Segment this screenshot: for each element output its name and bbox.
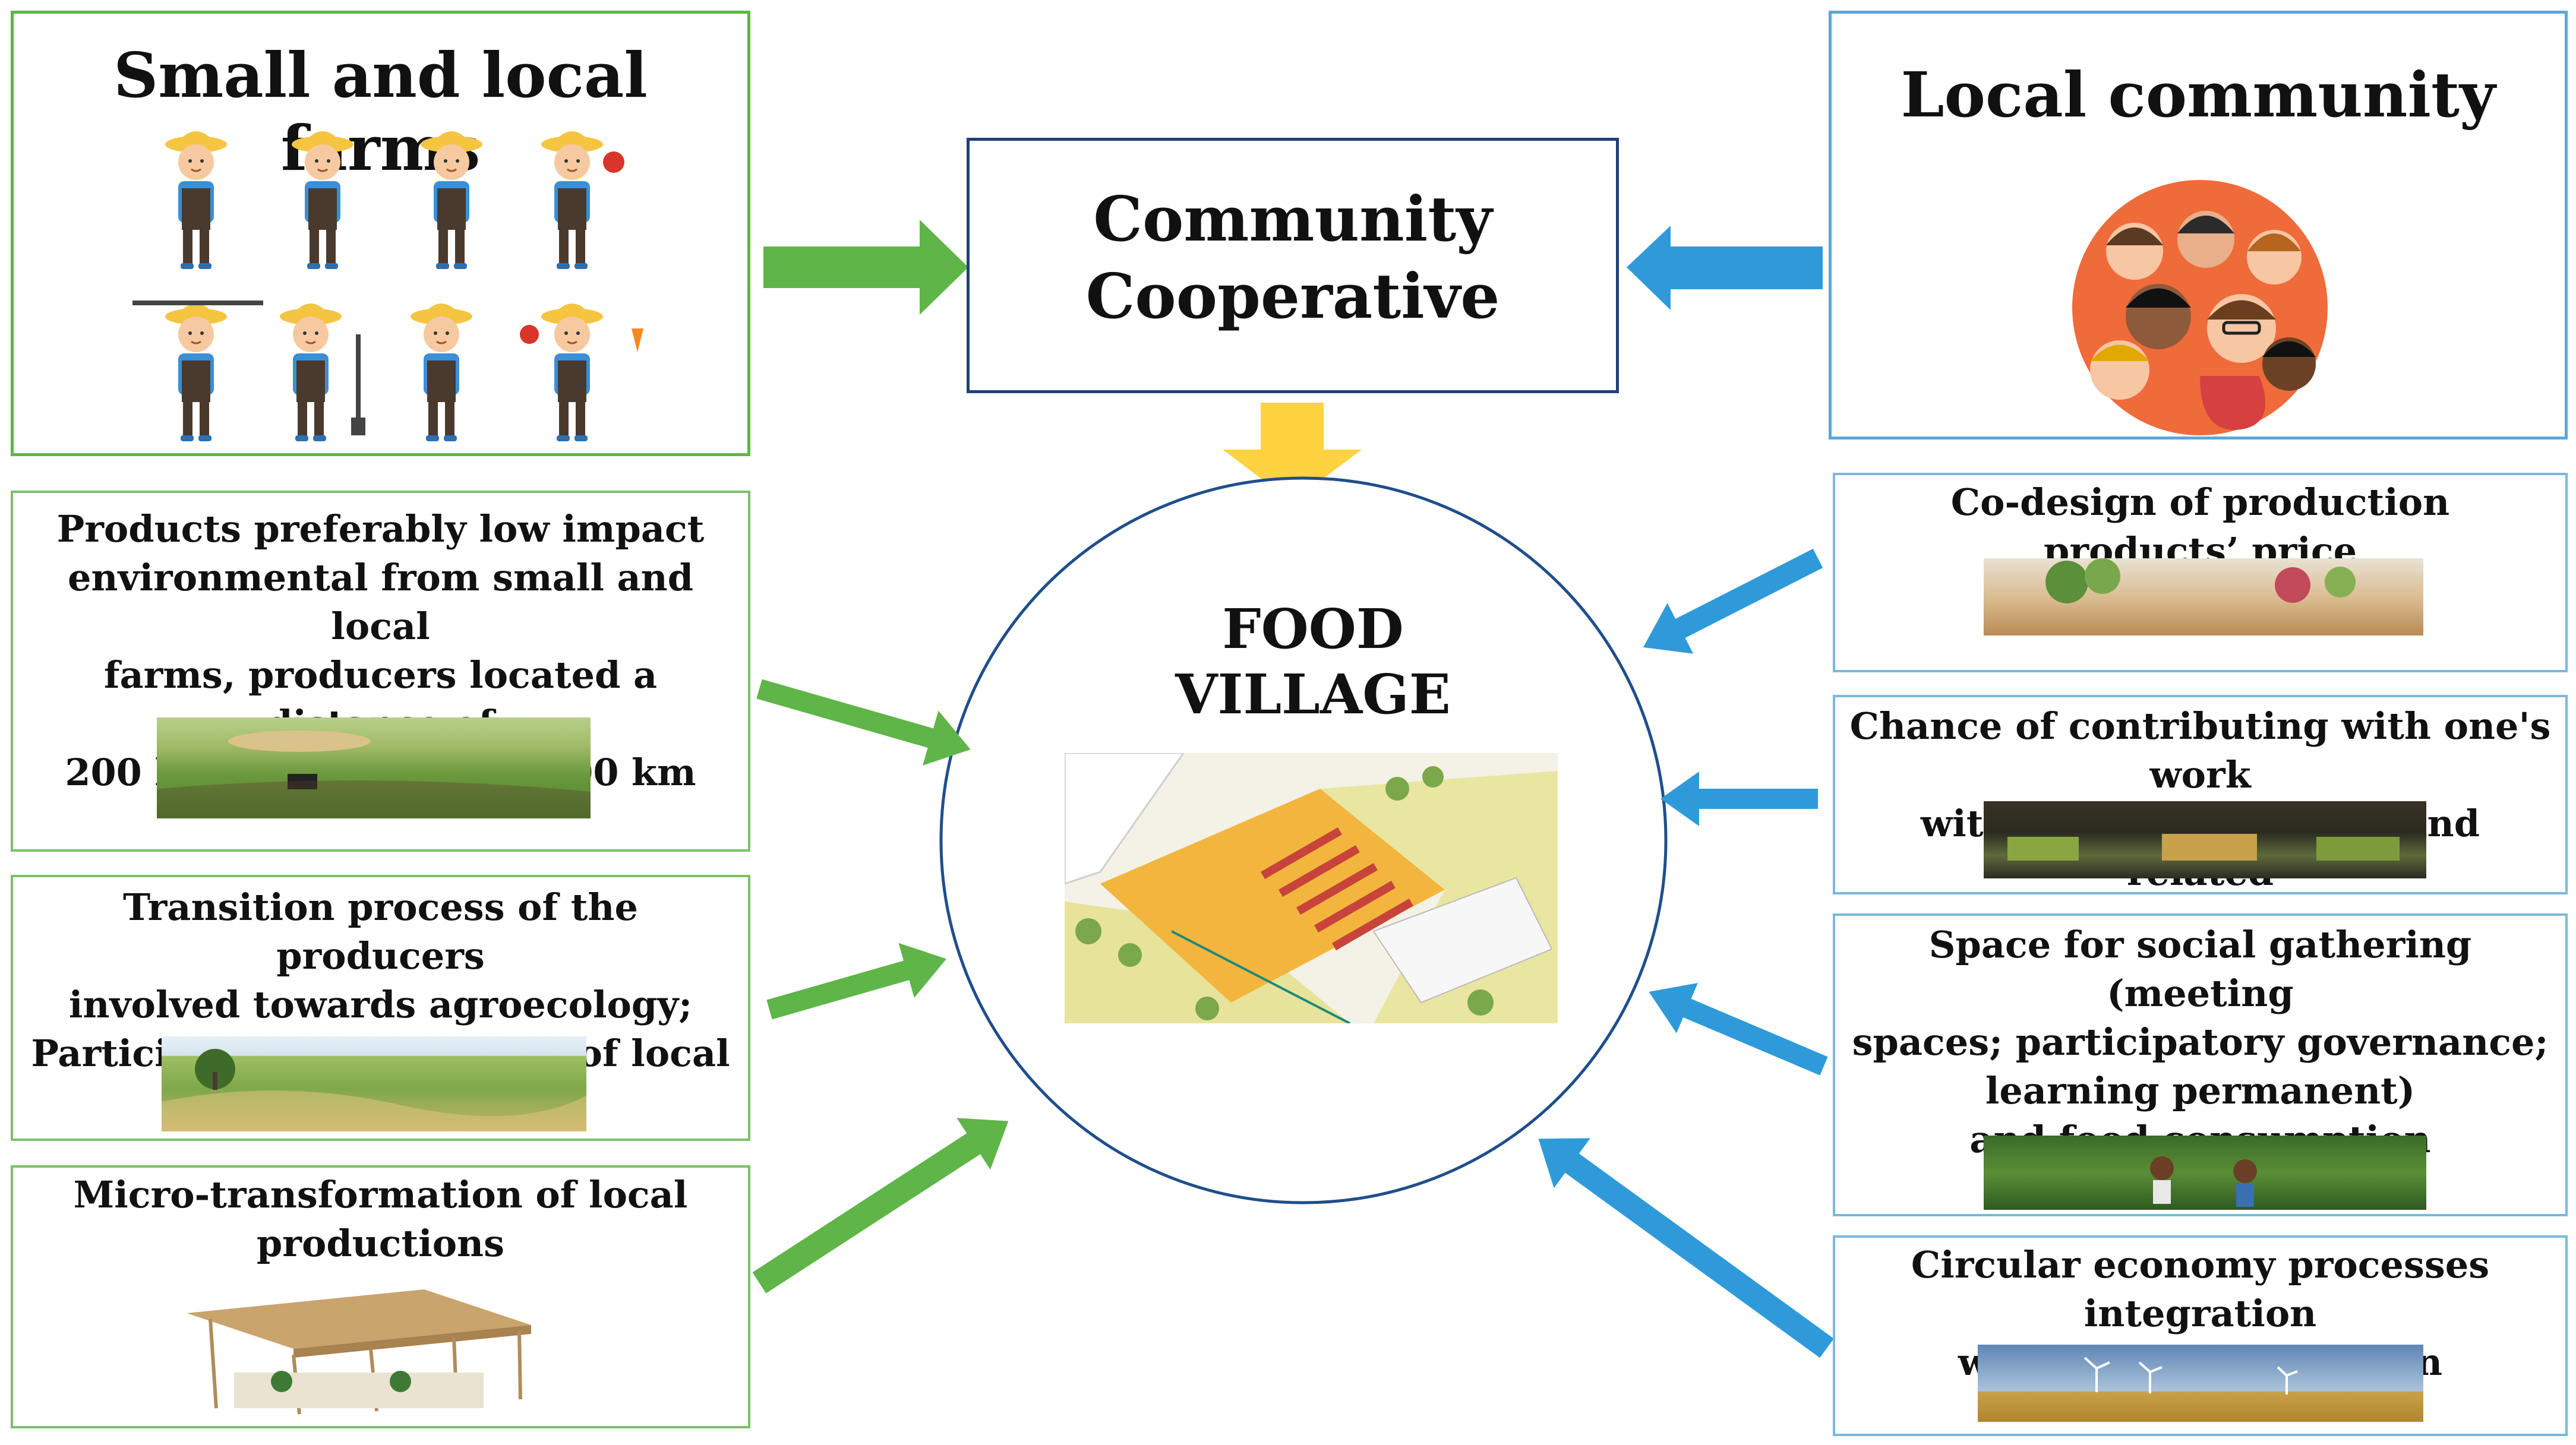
farmer-icon [164, 130, 228, 270]
left-item-line: productions [256, 1222, 505, 1265]
crowd-icon [2072, 180, 2328, 435]
farms-box: Small and local farms [11, 11, 750, 456]
community-title: Local community [1901, 58, 2496, 131]
green-arrows [752, 679, 1009, 1294]
left-item-line: Micro-transformation of local [73, 1173, 688, 1216]
farmer-icon [279, 302, 365, 442]
left-item-box: Transition process of the producers invo… [11, 875, 750, 1141]
pavilion-photo [175, 1278, 531, 1420]
right-item-line: Chance of contributing with one's work [1849, 704, 2551, 796]
market-photo [1984, 801, 2426, 878]
arrow-cooperative-to-village [1223, 403, 1362, 502]
left-item-box: Micro-transformation of local production… [11, 1165, 750, 1428]
blue-arrows [1538, 548, 1834, 1358]
right-item-line: Circular economy processes integration [1911, 1243, 2490, 1335]
cooperative-title-line1: Community [1093, 182, 1492, 255]
cooperative-title-line2: Cooperative [1085, 260, 1500, 333]
wind-turbines-photo [1978, 1345, 2423, 1422]
community-box: Local community [1829, 11, 2568, 439]
village-title-line1: FOOD [1222, 597, 1404, 661]
farmer-icon [540, 130, 624, 270]
left-item-line: Products preferably low impact [56, 507, 705, 551]
farmer-icon [419, 130, 484, 270]
right-item-line: Co-design of production products’ price [1950, 480, 2450, 573]
right-item-line: spaces; participatory governance; [1852, 1020, 2549, 1064]
food-village-plan-image [1065, 753, 1558, 1023]
right-item-line: learning permanent) [1985, 1069, 2416, 1112]
cooperative-box: Community Cooperative [967, 138, 1619, 393]
right-item-line: Space for social gathering (meeting [1928, 923, 2472, 1015]
left-item-box: Products preferably low impact environme… [11, 491, 750, 852]
arrow-farms-to-cooperative [763, 220, 968, 315]
left-item-line: involved towards agroecology; [68, 983, 693, 1026]
right-item-box: Co-design of production products’ price [1833, 473, 2568, 672]
hills-landscape-photo [162, 1036, 586, 1131]
farmland-photo [157, 717, 591, 818]
left-item-line: environmental from small and local [67, 556, 694, 648]
people-field-photo [1984, 1136, 2426, 1210]
vegetables-box-photo [1984, 558, 2423, 635]
village-title-line2: VILLAGE [1175, 662, 1451, 726]
farmer-icon [291, 130, 355, 270]
farmer-icon [520, 302, 643, 442]
arrow-community-to-cooperative [1627, 226, 1823, 310]
right-item-box: Space for social gathering (meeting spac… [1833, 913, 2568, 1216]
right-item-box: Circular economy processes integration w… [1833, 1235, 2568, 1436]
farmers-illustration [132, 130, 643, 442]
right-item-box: Chance of contributing with one's work w… [1833, 695, 2568, 894]
farmer-icon [409, 302, 473, 442]
farmer-icon [132, 301, 263, 442]
left-item-line: Transition process of the producers [123, 886, 638, 978]
